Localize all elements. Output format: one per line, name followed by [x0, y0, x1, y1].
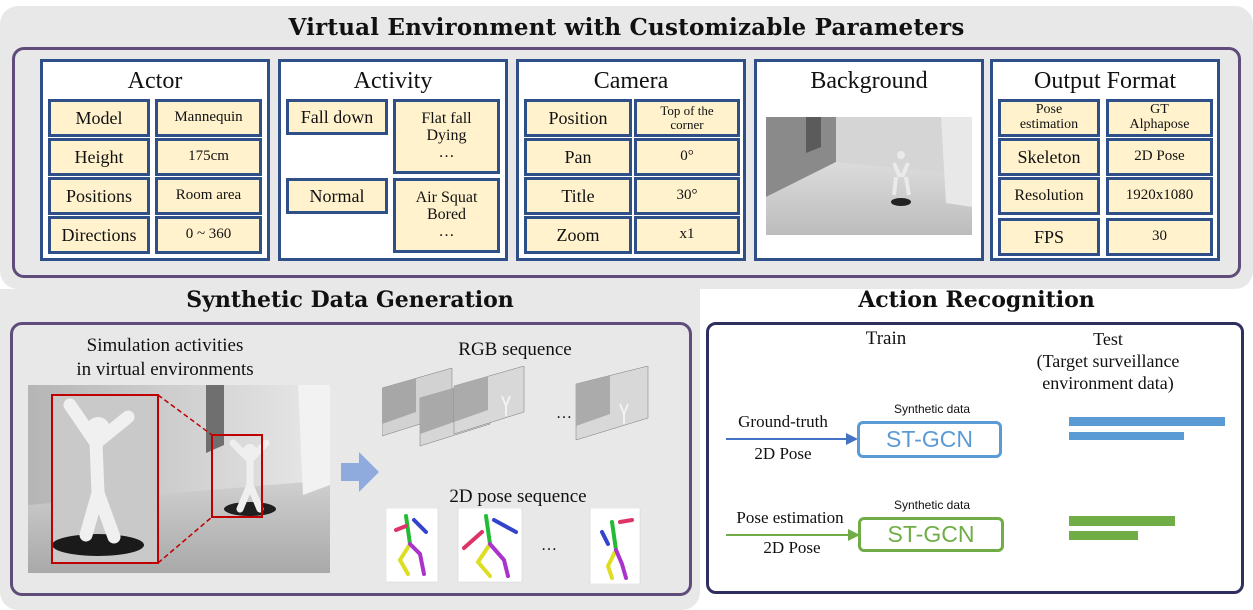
camera-key-title: Title: [524, 177, 632, 215]
rgb-sequence-frames: …: [382, 366, 649, 447]
activity-values-fall-down: Flat fall Dying …: [393, 99, 500, 174]
actor-key-height: Height: [48, 138, 150, 176]
actor-value-model: Mannequin: [155, 99, 262, 137]
actor-key-directions: Directions: [48, 216, 150, 254]
simulation-render-image: [28, 385, 330, 573]
right-arrow-icon: [341, 452, 379, 492]
actor-value-positions: Room area: [155, 177, 262, 215]
rgb-ellipsis: …: [556, 405, 572, 422]
train-label: Train: [865, 328, 907, 349]
camera-box: Camera Position Top of the corner Pan 0°…: [516, 59, 746, 261]
background-title: Background: [810, 68, 928, 94]
test-label-line-2: (Target surveillance: [1036, 351, 1180, 371]
output-title: Output Format: [1034, 68, 1176, 94]
simulation-label-2: in virtual environments: [76, 359, 254, 380]
activity-value-dying: Dying: [426, 127, 467, 145]
environment-title: Virtual Environment with Customizable Pa…: [288, 14, 965, 41]
rgb-sequence-label: RGB sequence: [458, 339, 572, 360]
camera-value-title: 30°: [634, 177, 740, 215]
pose-sequence-label: 2D pose sequence: [449, 486, 587, 507]
activity-key-fall-down: Fall down: [286, 99, 388, 135]
action-title: Action Recognition: [858, 287, 1095, 313]
output-key-pose-estimation: Pose estimation: [998, 99, 1100, 137]
row1-input-label-2: 2D Pose: [754, 444, 812, 463]
row2-input-label-2: 2D Pose: [763, 538, 821, 557]
activity-value-ellipsis: …: [438, 143, 455, 161]
st-gcn-model-box: ST-GCN: [857, 421, 1002, 458]
rgb-frame: [575, 366, 649, 441]
rgb-frame: [453, 366, 525, 435]
row1-arrow-icon: [726, 433, 858, 445]
pose-frame: [386, 508, 439, 583]
simulation-label-1: Simulation activities: [86, 335, 244, 356]
camera-title: Camera: [593, 68, 669, 94]
row2-arrow-icon: [726, 529, 860, 541]
test-label-line-1: Test: [1093, 329, 1123, 349]
result-bar: [1069, 417, 1225, 426]
camera-key-zoom: Zoom: [524, 216, 632, 254]
background-room-image: [766, 117, 972, 235]
result-bar: [1069, 516, 1176, 526]
st-gcn-model-box: ST-GCN: [858, 517, 1004, 552]
activity-value-ellipsis: …: [438, 222, 455, 240]
activity-value-flat-fall: Flat fall: [421, 110, 472, 128]
parameters-frame: [12, 47, 1241, 278]
output-key-skeleton: Skeleton: [998, 138, 1100, 176]
activity-box: Activity Fall down Flat fall Dying … Nor…: [278, 59, 508, 261]
camera-value-zoom: x1: [634, 216, 740, 254]
activity-values-normal: Air Squat Bored …: [393, 178, 500, 253]
result-bar: [1069, 531, 1139, 540]
camera-key-position: Position: [524, 99, 632, 137]
pose-frame: [457, 508, 523, 583]
row2-input-label-1: Pose estimation: [736, 508, 844, 527]
output-value-skeleton: 2D Pose: [1106, 138, 1213, 176]
output-key-resolution: Resolution: [998, 177, 1100, 215]
camera-key-pan: Pan: [524, 138, 632, 176]
actor-title: Actor: [127, 68, 183, 94]
row1-synthetic-tag: Synthetic data: [893, 402, 971, 416]
activity-value-air-squat: Air Squat: [415, 189, 478, 207]
output-value-pose-estimation: GT Alphapose: [1106, 99, 1213, 137]
output-value-resolution: 1920x1080: [1106, 177, 1213, 215]
row1-input-label-1: Ground-truth: [738, 412, 828, 431]
result-bar: [1069, 432, 1185, 440]
row2-synthetic-tag: Synthetic data: [893, 498, 971, 512]
actor-value-height: 175cm: [155, 138, 262, 176]
pose-sequence-frames: …: [386, 508, 641, 584]
actor-key-positions: Positions: [48, 177, 150, 215]
activity-title: Activity: [353, 68, 433, 94]
activity-value-bored: Bored: [426, 206, 467, 224]
output-key-fps: FPS: [998, 218, 1100, 256]
actor-box: Actor Model Mannequin Height 175cm Posit…: [40, 59, 270, 261]
synthetic-title: Synthetic Data Generation: [186, 287, 514, 313]
background-box: Background: [754, 59, 984, 261]
pose-ellipsis: …: [541, 537, 557, 554]
activity-key-normal: Normal: [286, 178, 388, 214]
output-box: Output Format Pose estimation GT Alphapo…: [990, 59, 1220, 261]
pose-frame: [589, 508, 641, 584]
camera-value-pan: 0°: [634, 138, 740, 176]
output-value-fps: 30: [1106, 218, 1213, 256]
actor-value-directions: 0 ~ 360: [155, 216, 262, 254]
test-label: Test (Target surveillance environment da…: [1010, 328, 1206, 394]
camera-value-position: Top of the corner: [634, 99, 740, 137]
actor-key-model: Model: [48, 99, 150, 137]
test-label-line-3: environment data): [1042, 373, 1174, 393]
